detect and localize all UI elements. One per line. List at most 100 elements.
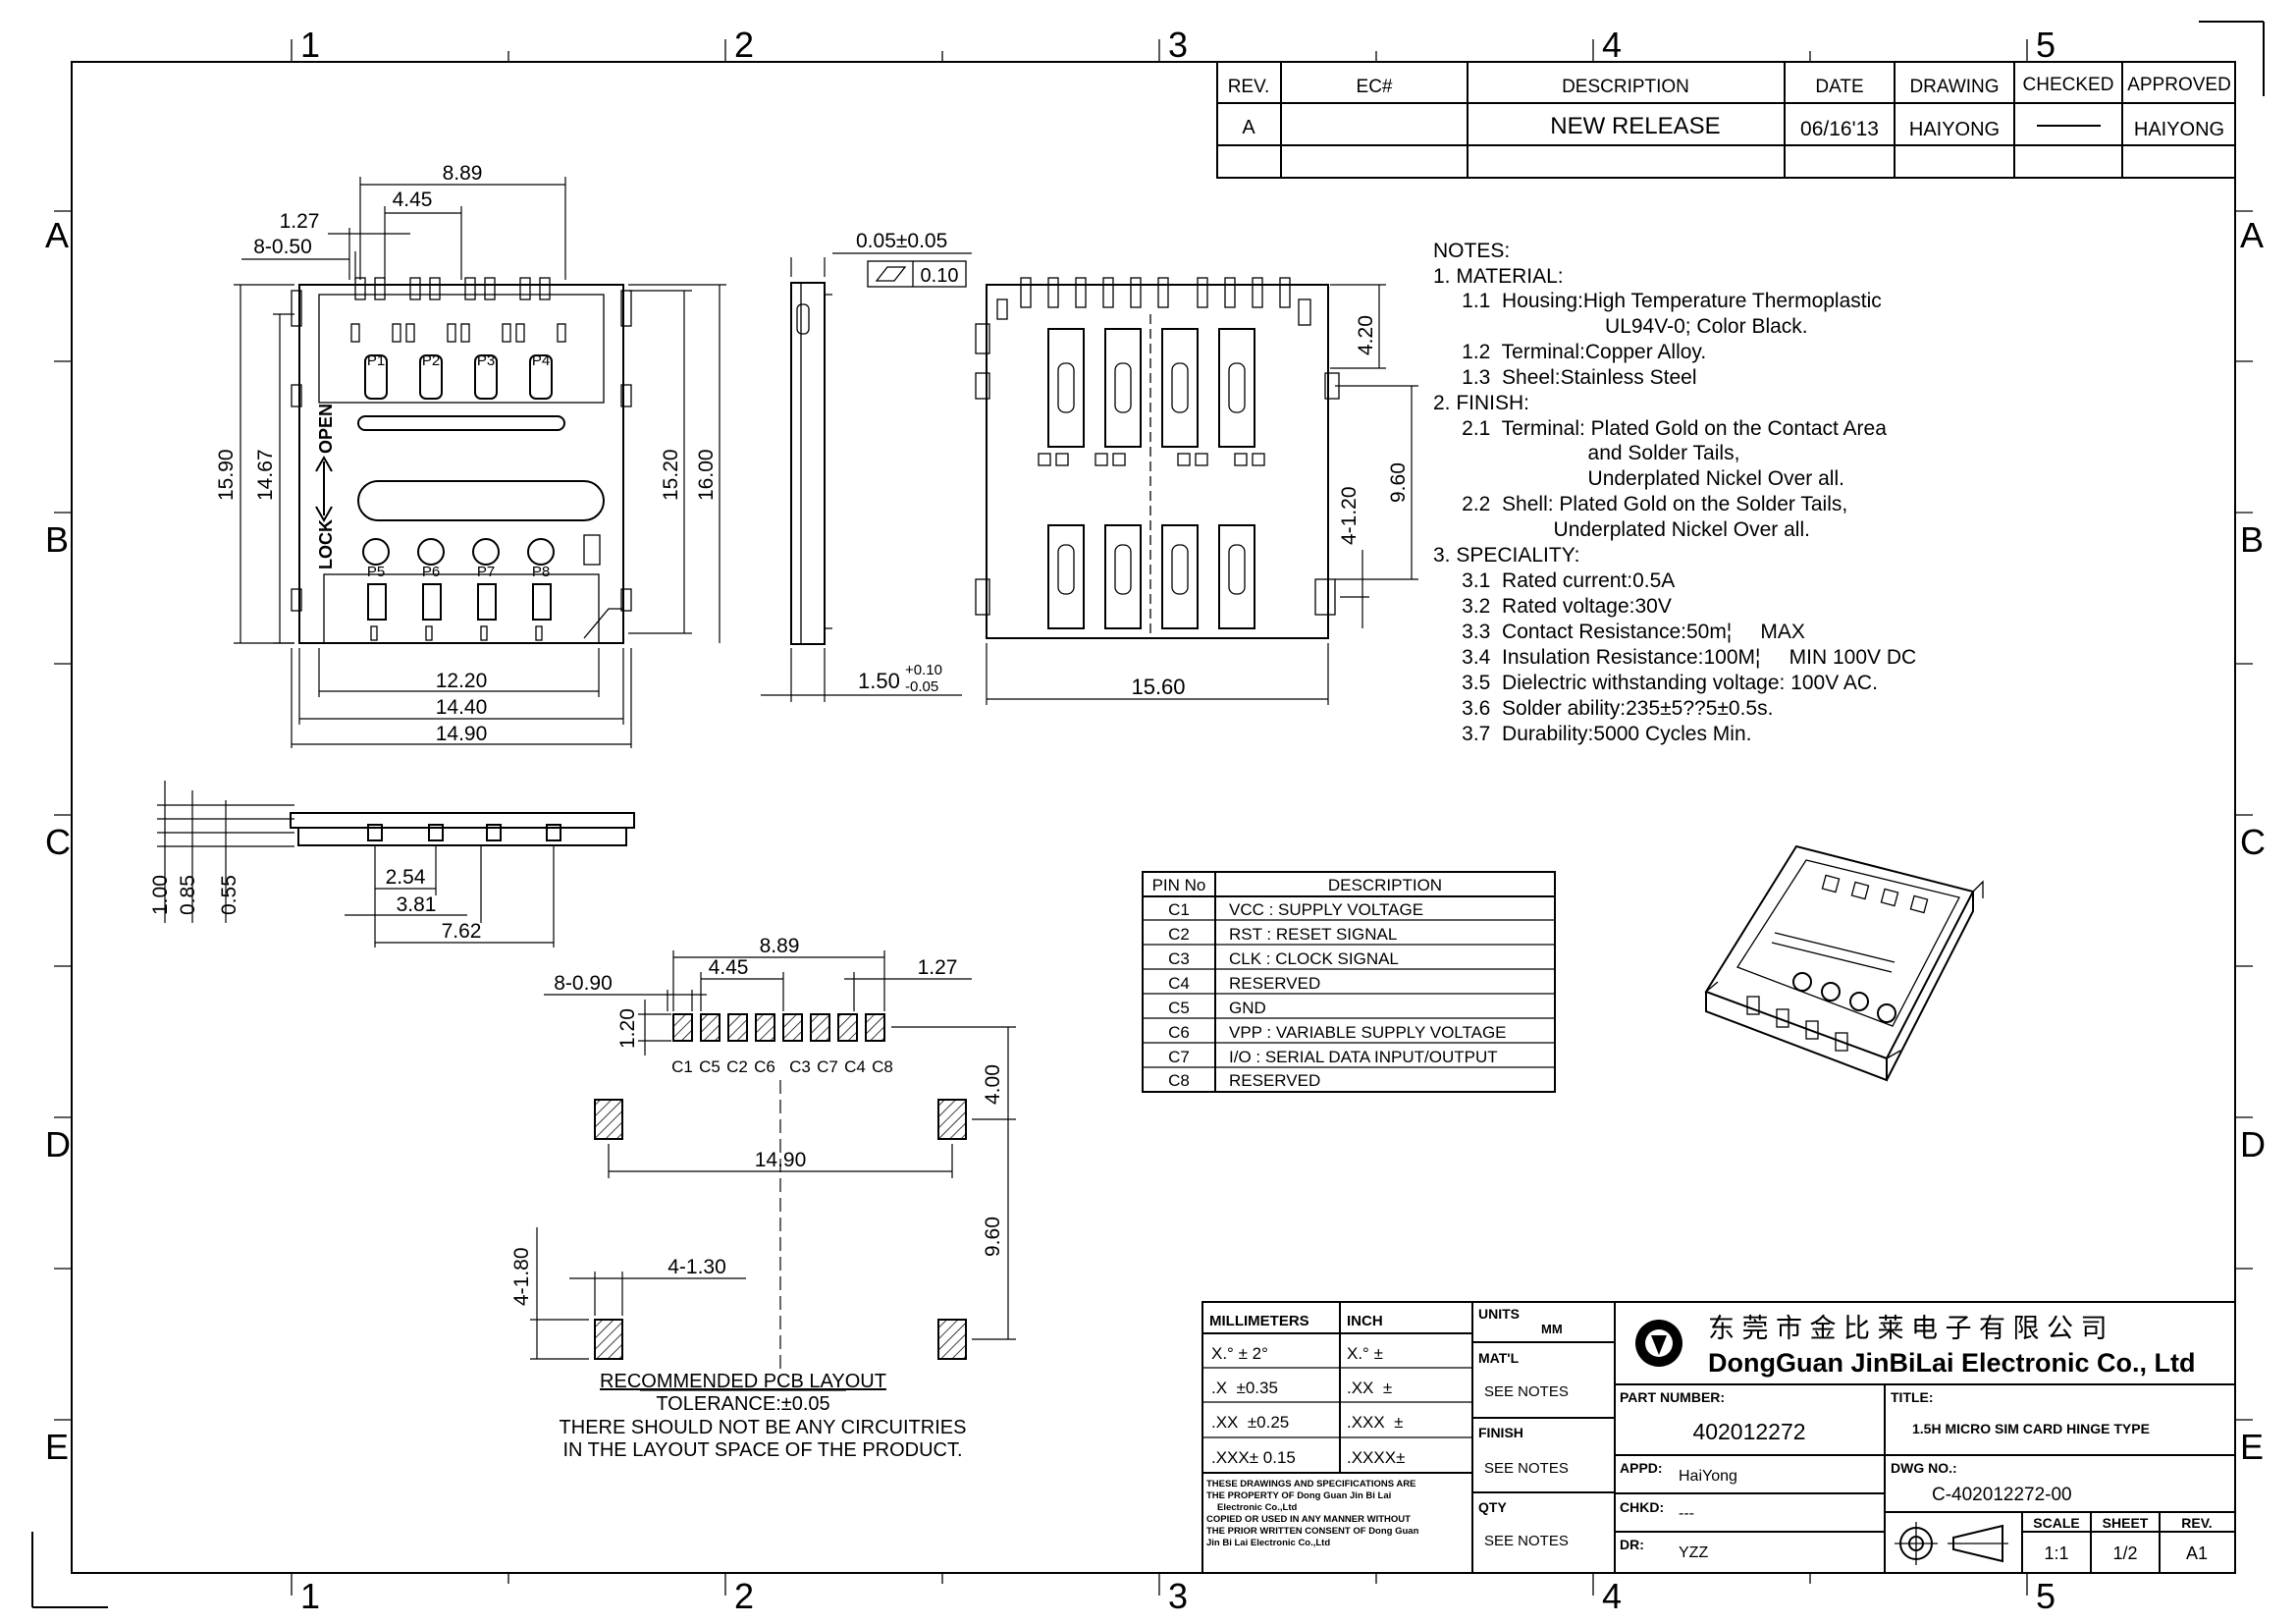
pin-desc-c7: I/O : SERIAL DATA INPUT/OUTPUT bbox=[1229, 1048, 1498, 1066]
row-label-d-right: D bbox=[2240, 1124, 2266, 1164]
pcb-dim-1-27: 1.27 bbox=[918, 956, 958, 979]
rev-value: A1 bbox=[2186, 1543, 2208, 1563]
dim-4x1-20: 4-1.20 bbox=[1338, 486, 1361, 545]
pin-desc-c5: GND bbox=[1229, 999, 1266, 1017]
pin-label-p5: P5 bbox=[367, 564, 385, 580]
matl-label: MAT'L bbox=[1478, 1350, 1520, 1366]
dr-value: YZZ bbox=[1679, 1544, 1708, 1561]
pin-label-p4: P4 bbox=[532, 352, 550, 369]
pin-row-c1: C1 bbox=[1168, 900, 1190, 919]
front-view: 1.00 0.85 0.55 2.54 3.81 7.62 bbox=[149, 781, 635, 947]
property-text-5: Jin Bi Lai Electronic Co.,Ltd bbox=[1206, 1538, 1330, 1548]
row-label-c: C bbox=[45, 822, 71, 862]
pin-desc-c2: RST : RESET SIGNAL bbox=[1229, 925, 1397, 944]
pad-label-c8: C8 bbox=[872, 1057, 893, 1076]
col-label-4: 4 bbox=[1602, 25, 1622, 65]
note-line-18: 3.6 Solder ability:235±5??5±0.5s. bbox=[1433, 697, 1773, 720]
rev-label: REV. bbox=[2181, 1515, 2212, 1531]
pin-label-p2: P2 bbox=[422, 352, 440, 369]
pcb-dim-1-20: 1.20 bbox=[616, 1008, 639, 1049]
dim-flatness-tol: 0.10 bbox=[921, 265, 959, 287]
dim-12-20: 12.20 bbox=[436, 670, 488, 692]
pin-table-header-description: DESCRIPTION bbox=[1328, 876, 1442, 894]
pad-label-c5: C5 bbox=[699, 1057, 721, 1076]
rev-header-approved: APPROVED bbox=[2127, 75, 2231, 95]
tol-header-mm: MILLIMETERS bbox=[1209, 1313, 1309, 1329]
rev-cell-drawing: HAIYONG bbox=[1909, 119, 2000, 140]
note-line-19: 3.7 Durability:5000 Cycles Min. bbox=[1433, 723, 1751, 745]
pcb-dim-4x1-30: 4-1.30 bbox=[667, 1256, 726, 1278]
title-block: MILLIMETERS INCH X.° ± 2° X.° ± .X ±0.35… bbox=[1201, 1301, 2236, 1574]
note-line-3: UL94V-0; Color Black. bbox=[1433, 315, 1808, 338]
lock-label: LOCK bbox=[316, 519, 336, 569]
pcb-dim-9-60: 9.60 bbox=[982, 1217, 1004, 1257]
dim-3-81: 3.81 bbox=[397, 893, 437, 916]
qty-value: SEE NOTES bbox=[1484, 1533, 1569, 1549]
property-text-1: THE PROPERTY OF Dong Guan Jin Bi Lai bbox=[1206, 1490, 1391, 1501]
pad-label-c6: C6 bbox=[754, 1057, 775, 1076]
pin-row-c7: C7 bbox=[1168, 1048, 1190, 1066]
tol-row-0-inch: X.° ± bbox=[1347, 1344, 1383, 1363]
pin-row-c5: C5 bbox=[1168, 999, 1190, 1017]
pin-desc-c8: RESERVED bbox=[1229, 1071, 1320, 1090]
dim-8x0-50: 8-0.50 bbox=[253, 236, 312, 258]
rev-cell-description: NEW RELEASE bbox=[1550, 113, 1720, 139]
dim-flatness: 0.05±0.05 bbox=[856, 230, 947, 252]
pad-label-c1: C1 bbox=[671, 1057, 693, 1076]
col-label-4-bottom: 4 bbox=[1602, 1576, 1622, 1616]
tol-row-2-mm: .XX ±0.25 bbox=[1211, 1413, 1289, 1432]
sheet-label: SHEET bbox=[2103, 1515, 2149, 1531]
dim-0-55: 0.55 bbox=[218, 875, 240, 915]
dim-14-67: 14.67 bbox=[254, 449, 277, 501]
tol-row-1-inch: .XX ± bbox=[1347, 1379, 1392, 1397]
scale-value: 1:1 bbox=[2044, 1543, 2068, 1563]
dim-14-90: 14.90 bbox=[436, 723, 488, 745]
row-label-e: E bbox=[45, 1427, 69, 1467]
units-value: MM bbox=[1541, 1322, 1563, 1336]
col-label-5-bottom: 5 bbox=[2036, 1576, 2056, 1616]
dim-9-60: 9.60 bbox=[1387, 462, 1410, 503]
col-label-2-bottom: 2 bbox=[734, 1576, 754, 1616]
col-label-3-bottom: 3 bbox=[1168, 1576, 1188, 1616]
property-text-0: THESE DRAWINGS AND SPECIFICATIONS ARE bbox=[1206, 1479, 1415, 1489]
note-line-14: 3.2 Rated voltage:30V bbox=[1433, 595, 1672, 618]
units-label: UNITS bbox=[1478, 1306, 1520, 1322]
col-label-1: 1 bbox=[300, 25, 320, 65]
dim-thickness: 1.50 bbox=[858, 669, 900, 693]
pad-label-c2: C2 bbox=[726, 1057, 748, 1076]
top-view: P1 P2 P3 P4 P5 P6 P7 P8 bbox=[215, 162, 726, 748]
pin-label-p7: P7 bbox=[477, 564, 495, 580]
appd-value: HaiYong bbox=[1679, 1468, 1737, 1485]
dim-0-85: 0.85 bbox=[177, 875, 199, 915]
row-label-c-right: C bbox=[2240, 822, 2266, 862]
note-line-6: 2. FINISH: bbox=[1433, 392, 1529, 414]
iso-view-3d bbox=[1704, 844, 1984, 1082]
revision-table: REV. EC# DESCRIPTION DATE DRAWING CHECKE… bbox=[1216, 61, 2236, 179]
pad-label-c4: C4 bbox=[844, 1057, 866, 1076]
pcb-dim-4x1-80: 4-1.80 bbox=[510, 1247, 533, 1306]
col-label-5: 5 bbox=[2036, 25, 2056, 65]
signal-pads bbox=[672, 1013, 885, 1042]
finish-value: SEE NOTES bbox=[1484, 1460, 1569, 1477]
row-label-e-right: E bbox=[2240, 1427, 2264, 1467]
tol-row-0-mm: X.° ± 2° bbox=[1211, 1344, 1268, 1363]
tol-header-inch: INCH bbox=[1347, 1313, 1383, 1329]
appd-label: APPD: bbox=[1620, 1460, 1663, 1476]
dim-7-62: 7.62 bbox=[442, 920, 482, 943]
col-label-1-bottom: 1 bbox=[300, 1576, 320, 1616]
row-label-b-right: B bbox=[2240, 519, 2264, 560]
pin-desc-c1: VCC : SUPPLY VOLTAGE bbox=[1229, 900, 1423, 919]
dim-15-90: 15.90 bbox=[215, 449, 238, 501]
matl-value: SEE NOTES bbox=[1484, 1383, 1569, 1400]
projection-symbol-icon bbox=[1895, 1522, 2008, 1565]
dim-4-20: 4.20 bbox=[1355, 315, 1377, 355]
note-line-16: 3.4 Insulation Resistance:100M¦ MIN 100V… bbox=[1433, 646, 1916, 669]
flatness-frame bbox=[867, 260, 967, 288]
pcb-dim-14-90: 14.90 bbox=[755, 1149, 807, 1171]
dim-16-00: 16.00 bbox=[695, 449, 718, 501]
dwg-no-label: DWG NO.: bbox=[1891, 1460, 1957, 1476]
part-number: 402012272 bbox=[1692, 1419, 1805, 1444]
dim-14-40: 14.40 bbox=[436, 696, 488, 719]
qty-label: QTY bbox=[1478, 1499, 1507, 1515]
